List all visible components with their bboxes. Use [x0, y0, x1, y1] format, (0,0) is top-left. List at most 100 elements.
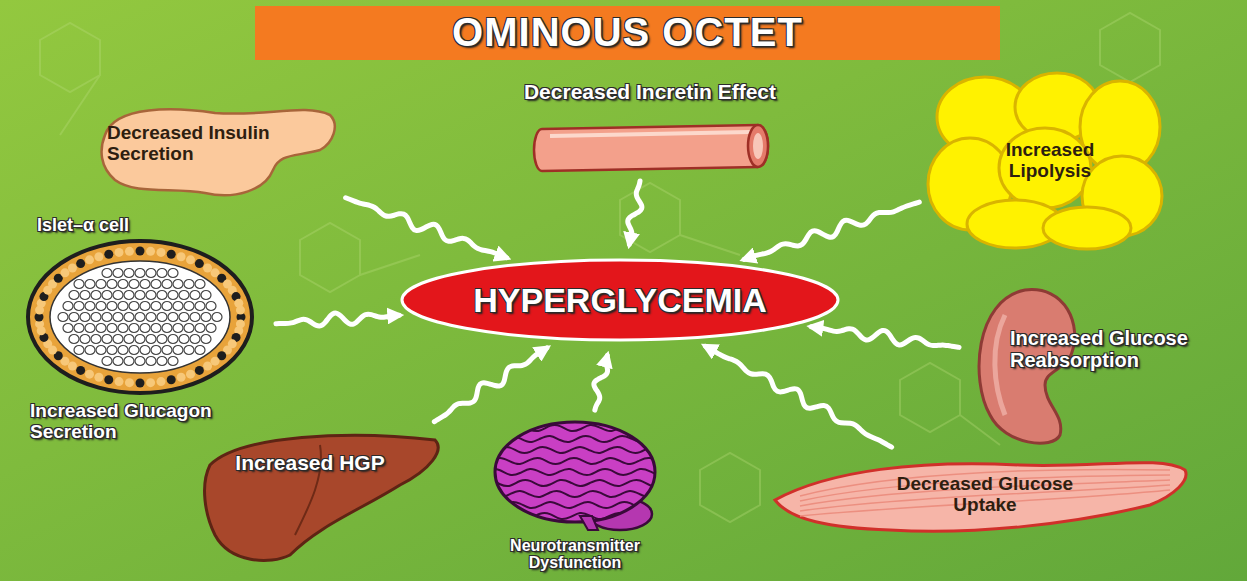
beta-cell: [102, 291, 112, 300]
beta-cell: [91, 313, 101, 322]
beta-cell: [135, 313, 145, 322]
beta-cell: [102, 335, 112, 344]
beta-cell: [102, 269, 112, 278]
beta-cell: [157, 313, 167, 322]
beta-cell: [168, 335, 178, 344]
beta-cell: [173, 280, 183, 289]
beta-cell: [80, 335, 90, 344]
brain-fold: [490, 447, 670, 455]
beta-cell: [157, 269, 167, 278]
beta-cell: [151, 302, 161, 311]
alpha-cell: [167, 250, 176, 259]
intestine-tube: [534, 125, 768, 171]
alpha-cell: [146, 378, 155, 387]
liver-node: Increased HGP: [200, 425, 445, 565]
beta-cell: [151, 346, 161, 355]
node-label: Increased Glucagon Secretion: [30, 401, 235, 442]
beta-cell: [91, 291, 101, 300]
wavy-arrow: [434, 348, 546, 422]
brain-fold: [490, 490, 670, 498]
beta-cell: [146, 335, 156, 344]
beta-cell: [179, 291, 189, 300]
beta-cell: [190, 313, 200, 322]
beta-cell: [74, 280, 84, 289]
beta-cell: [168, 357, 178, 366]
node-label: Increased HGP: [225, 452, 395, 475]
beta-cell: [85, 302, 95, 311]
muscle-node: Decreased Glucose Uptake: [770, 450, 1190, 540]
fat-cell: [1043, 207, 1131, 249]
pancreas-shape: [102, 109, 335, 195]
beta-cell: [69, 313, 79, 322]
beta-cell: [201, 335, 211, 344]
beta-cell: [96, 302, 106, 311]
beta-cell: [206, 302, 216, 311]
node-shape: [200, 425, 445, 565]
node-label: Decreased Insulin Secretion: [107, 123, 297, 164]
beta-cell: [102, 313, 112, 322]
beta-cell: [135, 357, 145, 366]
fat-node: Increased Lipolysis: [925, 72, 1165, 250]
beta-cell: [96, 346, 106, 355]
beta-cell: [146, 313, 156, 322]
beta-cell: [113, 269, 123, 278]
beta-cell: [107, 280, 117, 289]
beta-cell: [124, 313, 134, 322]
beta-cell: [107, 302, 117, 311]
beta-cell: [212, 313, 222, 322]
beta-cell: [184, 302, 194, 311]
beta-cell: [184, 324, 194, 333]
beta-cell: [129, 280, 139, 289]
beta-cell: [102, 357, 112, 366]
beta-cell: [157, 357, 167, 366]
beta-cell: [129, 302, 139, 311]
brain-fold: [490, 436, 670, 443]
text-slot: HYPERGLYCEMIA: [400, 258, 840, 342]
beta-cell: [113, 313, 123, 322]
intestine-node: Decreased Incretin Effect: [520, 68, 780, 175]
beta-cell: [157, 335, 167, 344]
wavy-arrow: [744, 202, 919, 259]
alpha-cell: [68, 263, 77, 272]
alpha-cell: [186, 255, 195, 264]
beta-cell: [85, 324, 95, 333]
beta-cell: [173, 302, 183, 311]
brain-fold: [490, 478, 670, 486]
alpha-cell: [203, 362, 212, 371]
alpha-cell: [85, 370, 94, 379]
beta-cell: [129, 324, 139, 333]
text-slot: Increased Glucose Reabsorption: [1010, 305, 1200, 395]
brain-fold: [490, 424, 670, 431]
alpha-cell: [203, 263, 212, 272]
beta-cell: [168, 291, 178, 300]
muscle-shape: [775, 463, 1186, 532]
beta-cell: [85, 346, 95, 355]
alpha-cell: [167, 375, 176, 384]
alpha-cell: [68, 362, 77, 371]
beta-cell: [168, 269, 178, 278]
beta-cell: [113, 335, 123, 344]
alpha-cell: [125, 247, 134, 256]
alpha-cell: [211, 357, 220, 366]
beta-cell: [129, 346, 139, 355]
brain-fold: [490, 458, 670, 465]
text-slot: Islet–α cell: [37, 212, 247, 240]
beta-cell: [190, 335, 200, 344]
islet-outer: [28, 241, 252, 393]
beta-cell: [113, 357, 123, 366]
beta-cell: [162, 280, 172, 289]
beta-cell: [74, 346, 84, 355]
brain-fold: [490, 502, 670, 508]
beta-cell: [124, 335, 134, 344]
node-label: Decreased Glucose Uptake: [870, 474, 1100, 515]
beta-cell: [146, 357, 156, 366]
beta-cell: [140, 324, 150, 333]
chemical-watermark: [40, 13, 1160, 522]
beta-cell: [146, 269, 156, 278]
wavy-arrow: [811, 327, 959, 348]
text-slot: Decreased Glucose Uptake: [870, 470, 1100, 520]
alpha-cell: [60, 268, 69, 277]
beta-cell: [179, 313, 189, 322]
node-label: Increased Lipolysis: [970, 140, 1130, 181]
beta-cell: [173, 346, 183, 355]
